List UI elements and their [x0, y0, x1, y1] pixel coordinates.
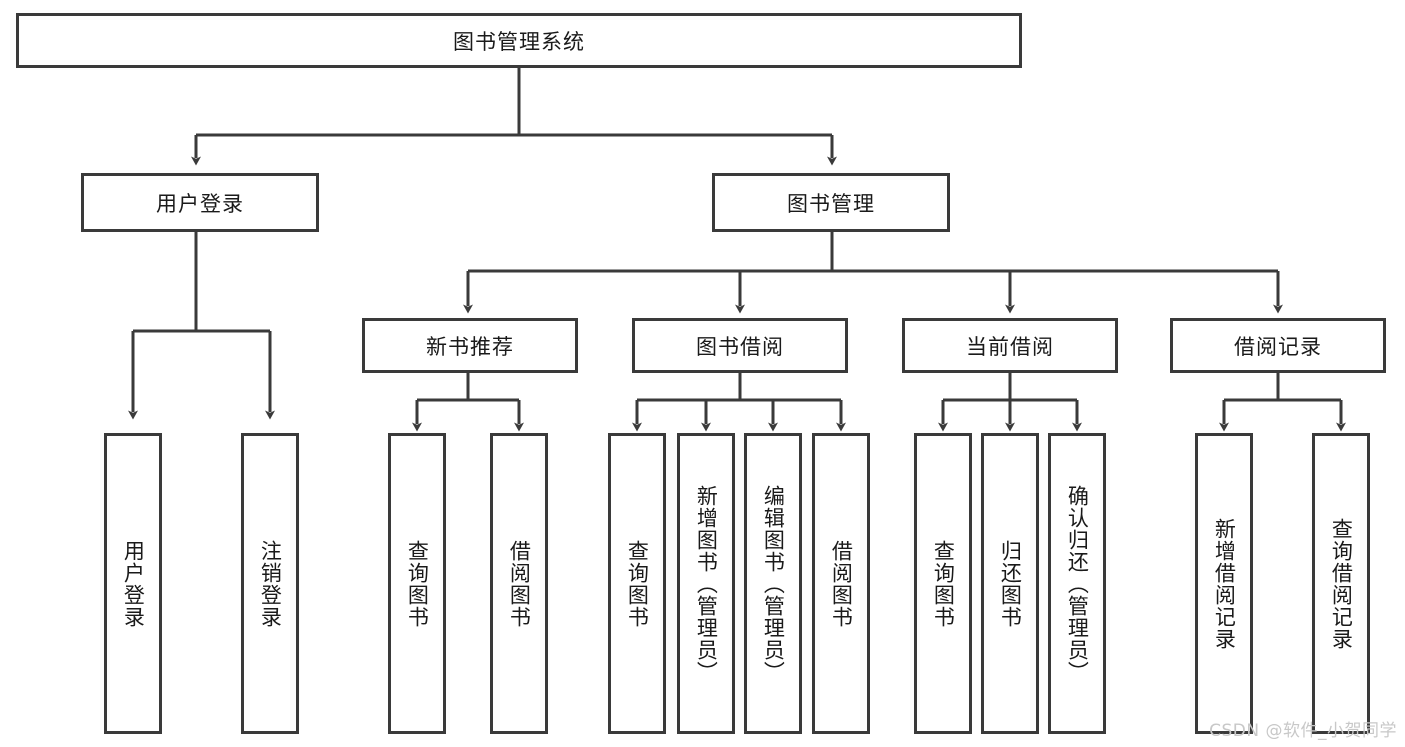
- node-user-login-label: 用户登录: [156, 191, 244, 216]
- node-leaf-user-login[interactable]: 用户登录: [104, 433, 162, 734]
- node-leaf-confirm-return[interactable]: 确认归还（管理员）: [1048, 433, 1106, 734]
- node-leaf-add-record[interactable]: 新增借阅记录: [1195, 433, 1253, 734]
- node-leaf-return-book-label: 归还图书: [998, 539, 1023, 628]
- node-book-manage[interactable]: 图书管理: [712, 173, 950, 232]
- node-leaf-confirm-return-label: 确认归还（管理员）: [1065, 484, 1090, 683]
- node-book-borrow[interactable]: 图书借阅: [632, 318, 848, 373]
- node-leaf-logout-label: 注销登录: [258, 539, 283, 628]
- node-current-borrow-label: 当前借阅: [966, 334, 1054, 359]
- node-user-login[interactable]: 用户登录: [81, 173, 319, 232]
- node-leaf-edit-book[interactable]: 编辑图书（管理员）: [744, 433, 802, 734]
- watermark-text: CSDN @软件_小贺同学: [1209, 721, 1397, 741]
- node-leaf-query-book-2-label: 查询图书: [625, 539, 650, 628]
- node-leaf-query-book-3-label: 查询图书: [931, 539, 956, 628]
- node-new-book-rec-label: 新书推荐: [426, 334, 514, 359]
- node-borrow-record[interactable]: 借阅记录: [1170, 318, 1386, 373]
- node-leaf-add-book-label: 新增图书（管理员）: [694, 484, 719, 683]
- node-leaf-borrow-book-1-label: 借阅图书: [507, 539, 532, 628]
- node-new-book-rec[interactable]: 新书推荐: [362, 318, 578, 373]
- node-leaf-edit-book-label: 编辑图书（管理员）: [761, 484, 786, 683]
- node-leaf-user-login-label: 用户登录: [121, 539, 146, 628]
- node-leaf-logout[interactable]: 注销登录: [241, 433, 299, 734]
- node-borrow-record-label: 借阅记录: [1234, 334, 1322, 359]
- node-leaf-add-book[interactable]: 新增图书（管理员）: [677, 433, 735, 734]
- node-leaf-borrow-book-2[interactable]: 借阅图书: [812, 433, 870, 734]
- node-root[interactable]: 图书管理系统: [16, 13, 1022, 68]
- node-leaf-borrow-book-2-label: 借阅图书: [829, 539, 854, 628]
- node-leaf-query-record-label: 查询借阅记录: [1329, 517, 1354, 650]
- node-leaf-query-book-3[interactable]: 查询图书: [914, 433, 972, 734]
- node-current-borrow[interactable]: 当前借阅: [902, 318, 1118, 373]
- node-leaf-query-book-2[interactable]: 查询图书: [608, 433, 666, 734]
- node-book-borrow-label: 图书借阅: [696, 334, 784, 359]
- node-leaf-return-book[interactable]: 归还图书: [981, 433, 1039, 734]
- node-root-label: 图书管理系统: [453, 29, 585, 54]
- node-leaf-query-book-1[interactable]: 查询图书: [388, 433, 446, 734]
- node-leaf-add-record-label: 新增借阅记录: [1212, 517, 1237, 650]
- node-book-manage-label: 图书管理: [787, 191, 875, 216]
- node-leaf-query-record[interactable]: 查询借阅记录: [1312, 433, 1370, 734]
- node-leaf-query-book-1-label: 查询图书: [405, 539, 430, 628]
- node-leaf-borrow-book-1[interactable]: 借阅图书: [490, 433, 548, 734]
